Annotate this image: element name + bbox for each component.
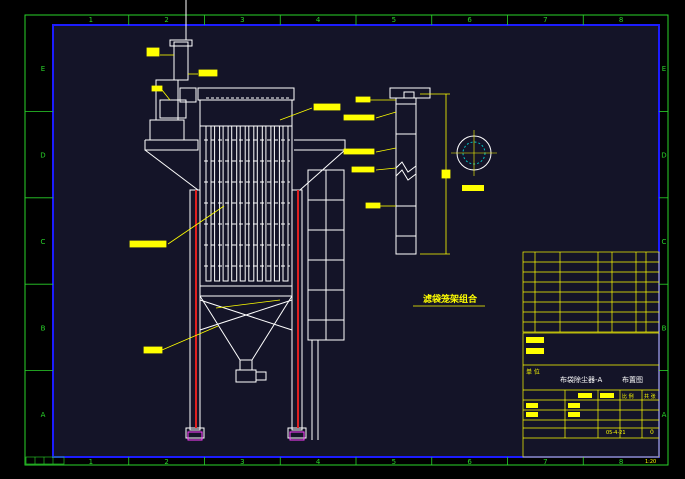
column-label: 8 (619, 16, 623, 24)
row-label: E (41, 65, 45, 73)
column-label: 6 (467, 16, 472, 24)
column-label: 2 (164, 458, 168, 466)
title-unit-label: 单 位 (526, 368, 540, 376)
column-label: 5 (392, 16, 396, 24)
column-label: 6 (467, 458, 472, 466)
column-label: 5 (392, 458, 396, 466)
leader-lines (129, 47, 341, 354)
row-labels-right: E D C B A (661, 65, 666, 419)
title-drawing-type: 布置图 (622, 375, 643, 384)
title-scale-value: 1:20 (645, 459, 656, 465)
section-circle (451, 130, 497, 191)
column-label: 7 (543, 458, 547, 466)
column-label: 2 (164, 16, 168, 24)
title-block-fills (526, 337, 614, 417)
column-label: 1 (89, 16, 93, 24)
filter-bags (204, 125, 290, 282)
column-labels-top: 1 2 3 4 5 6 7 8 (89, 16, 624, 24)
title-date-value: 05-4-21 (606, 430, 626, 436)
filter-bag (231, 125, 238, 282)
bag-cage-detail (389, 87, 431, 255)
title-block-frame (522, 332, 660, 458)
title-sheet-cell: 共 张 (644, 393, 656, 400)
row-label: E (662, 65, 666, 73)
column-labels-bottom: 1 2 3 4 5 6 7 8 (89, 458, 624, 466)
column-label: 4 (316, 458, 321, 466)
section-caption: 滤袋笼架组合 (423, 293, 478, 305)
row-label: A (41, 411, 46, 419)
row-label: D (40, 152, 45, 160)
row-label: A (662, 411, 667, 419)
row-label: D (661, 152, 666, 160)
outer-frame (24, 14, 669, 466)
column-label: 7 (543, 16, 547, 24)
column-label: 1 (89, 458, 93, 466)
collector-elevation (144, 0, 346, 440)
cage-dimension (343, 93, 451, 255)
title-drawing-name: 布袋除尘器-A (560, 375, 603, 384)
row-label: C (662, 238, 667, 246)
grid-reference-marks (25, 15, 668, 465)
title-sheet-no: 0 (650, 429, 654, 436)
row-labels-left: E D C B A (40, 65, 45, 419)
parts-table (522, 251, 660, 333)
column-label: 4 (316, 16, 321, 24)
foot-accents (187, 431, 305, 441)
leg-accents (195, 190, 299, 428)
corner-stamp (25, 456, 65, 465)
column-label: 8 (619, 458, 623, 466)
column-label: 3 (240, 458, 244, 466)
row-label: B (662, 324, 667, 332)
row-label: C (41, 238, 46, 246)
title-scale-cell: 比 例 (622, 393, 634, 400)
row-label: B (41, 324, 46, 332)
column-label: 3 (240, 16, 244, 24)
